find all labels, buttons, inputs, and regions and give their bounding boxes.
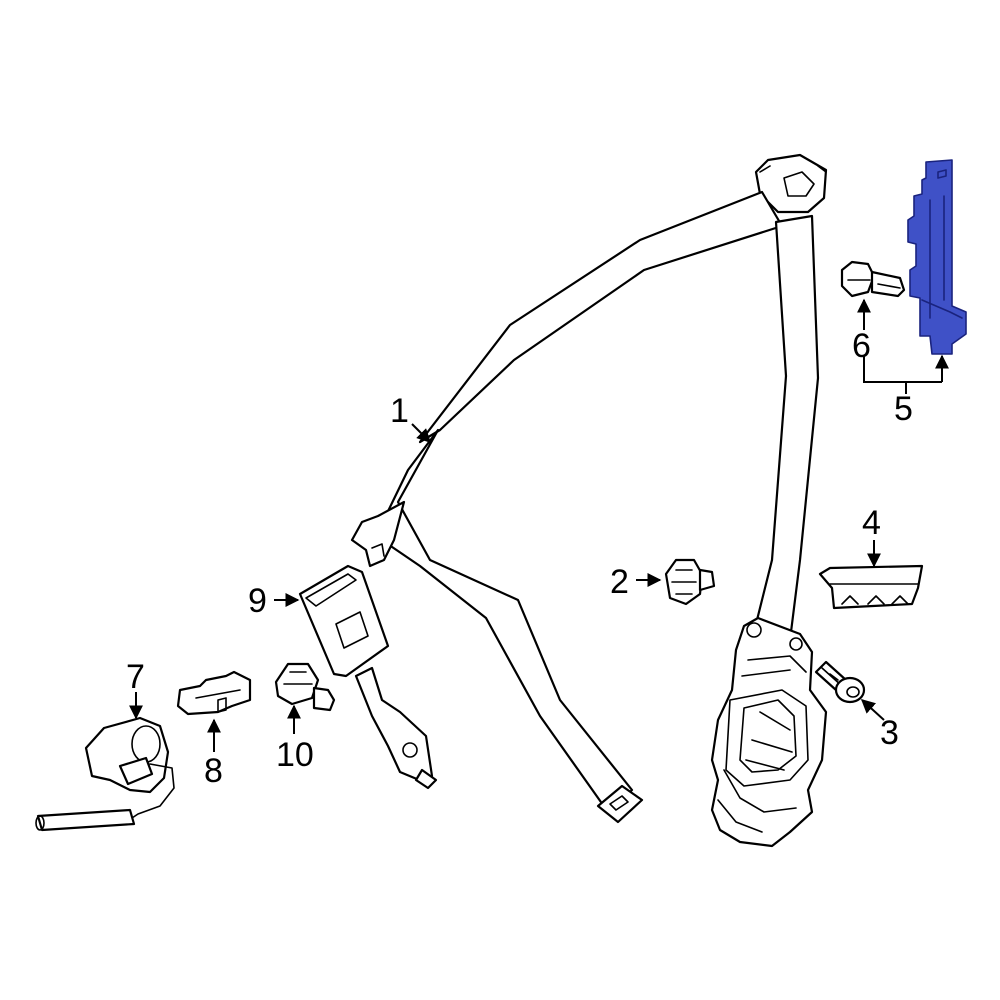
- part-3-bolt[interactable]: [814, 660, 866, 704]
- part-7-buckle-sensor[interactable]: [35, 716, 175, 832]
- callout-10: 10: [276, 736, 314, 774]
- callout-8: 8: [204, 752, 223, 790]
- part-4-cover[interactable]: [818, 564, 924, 610]
- part-8-bracket[interactable]: [176, 670, 252, 716]
- callout-1: 1: [390, 392, 409, 430]
- callout-3: 3: [880, 714, 899, 752]
- part-6-bolt[interactable]: [840, 260, 906, 298]
- part-5-height-adjuster[interactable]: [907, 159, 967, 355]
- part-2-nut[interactable]: [664, 558, 716, 606]
- callout-4: 4: [862, 504, 881, 542]
- callout-5: 5: [894, 390, 913, 428]
- part-10-bolt[interactable]: [274, 662, 336, 712]
- callout-9: 9: [248, 582, 267, 620]
- callout-7: 7: [126, 658, 145, 696]
- callout-6: 6: [852, 327, 871, 365]
- callout-labels: 1 2 3 4 5 6 7 8 9 10: [126, 327, 913, 790]
- leader-lines: [129, 298, 949, 752]
- part-1-seat-belt-webbing[interactable]: [350, 153, 828, 848]
- callout-2: 2: [610, 563, 629, 601]
- part-9-buckle[interactable]: [298, 564, 438, 790]
